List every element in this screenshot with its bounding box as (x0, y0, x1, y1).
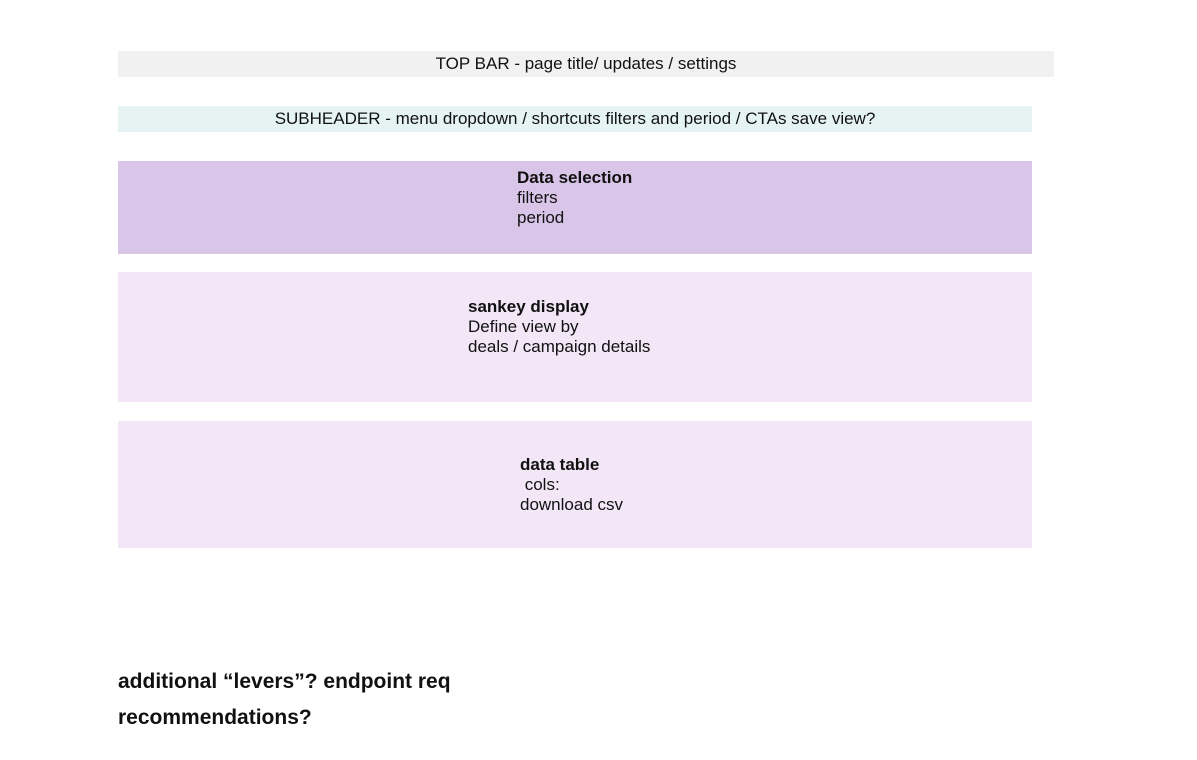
data-table-block: data table cols: download csv (118, 421, 1032, 548)
sankey-display-line-2: deals / campaign details (468, 337, 651, 356)
data-selection-filters: filters (517, 188, 558, 207)
subheader-block: SUBHEADER - menu dropdown / shortcuts fi… (118, 106, 1032, 132)
notes-line-levers: additional “levers”? endpoint req (118, 670, 451, 693)
data-selection-block: Data selection filters period (118, 161, 1032, 254)
sankey-display-line-1: Define view by (468, 317, 579, 336)
data-table-text: data table cols: download csv (520, 455, 623, 515)
subheader-label: SUBHEADER - menu dropdown / shortcuts fi… (274, 109, 876, 128)
notes: additional “levers”? endpoint req recomm… (118, 664, 451, 736)
sankey-display-text: sankey display Define view by deals / ca… (468, 297, 650, 357)
sankey-display-heading: sankey display (468, 297, 589, 316)
top-bar-block: TOP BAR - page title/ updates / settings (118, 51, 1054, 77)
sankey-display-block: sankey display Define view by deals / ca… (118, 272, 1032, 402)
data-table-cols: cols: (520, 475, 560, 494)
notes-line-recommendations: recommendations? (118, 706, 312, 729)
data-selection-period: period (517, 208, 565, 227)
data-table-heading: data table (520, 455, 600, 474)
top-bar-label: TOP BAR - page title/ updates / settings (435, 54, 737, 73)
data-table-download-csv: download csv (520, 495, 624, 514)
data-selection-text: Data selection filters period (517, 168, 632, 228)
data-selection-heading: Data selection (517, 168, 633, 187)
